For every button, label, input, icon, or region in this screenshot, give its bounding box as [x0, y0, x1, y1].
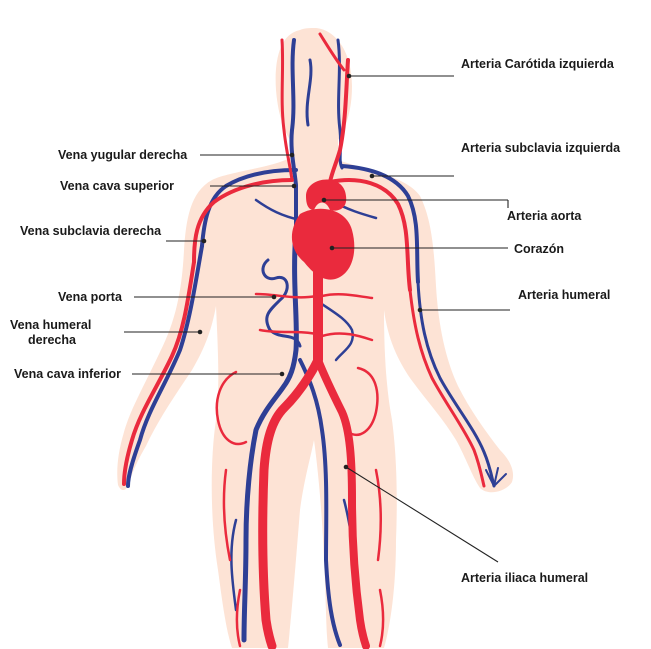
label-arteria-aorta: Arteria aorta	[507, 209, 582, 223]
leader-lines	[124, 75, 510, 563]
label-vena-cava-inferior: Vena cava inferior	[14, 367, 122, 381]
leader-dots	[197, 73, 423, 470]
label-arteria-subclavia-izquierda: Arteria subclavia izquierda	[461, 141, 621, 155]
heart	[291, 208, 355, 280]
label-vena-subclavia-derecha: Vena subclavia derecha	[20, 224, 162, 238]
label-vena-humeral-derecha-line2: derecha	[28, 333, 76, 347]
label-vena-yugular-derecha: Vena yugular derecha	[58, 148, 188, 162]
label-arteria-humeral: Arteria humeral	[518, 288, 611, 302]
label-vena-porta: Vena porta	[58, 290, 122, 304]
label-vena-cava-superior: Vena cava superior	[60, 179, 174, 193]
aortic-arch	[306, 179, 347, 211]
label-corazon: Corazón	[514, 242, 564, 256]
label-vena-humeral-derecha-line1: Vena humeral	[10, 318, 92, 332]
label-arteria-iliaca-humeral: Arteria iliaca humeral	[461, 571, 589, 585]
label-arteria-carotida-izquierda: Arteria Carótida izquierda	[461, 57, 614, 71]
